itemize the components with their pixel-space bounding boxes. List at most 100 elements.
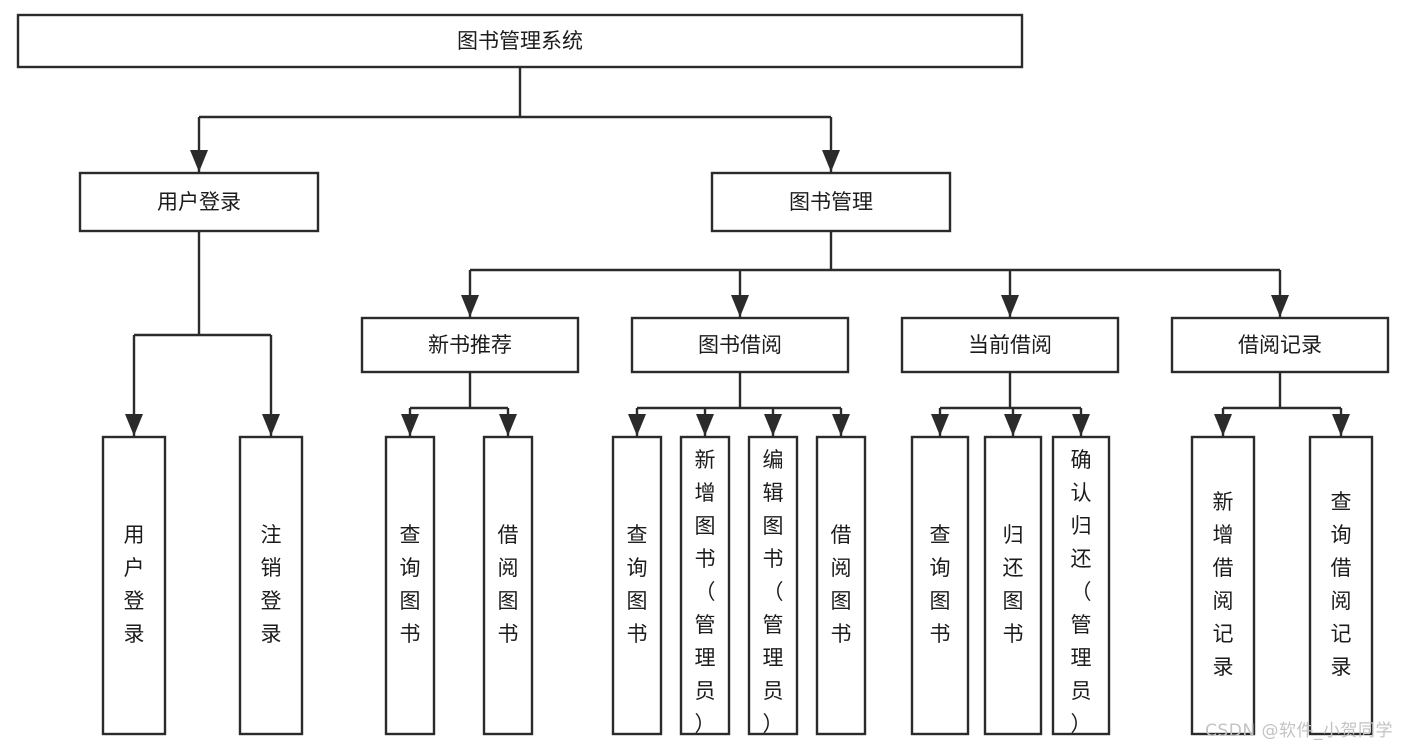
node-layer: 图书管理系统用户登录图书管理新书推荐图书借阅当前借阅借阅记录用户登录注销登录查询… bbox=[16, 13, 1390, 736]
node-label: 用户登录 bbox=[157, 190, 241, 214]
arrow-head-icon bbox=[461, 295, 479, 317]
node-label-char: 登 bbox=[261, 589, 282, 613]
arrow-head-icon bbox=[822, 150, 840, 172]
node-label-char: 认 bbox=[1071, 481, 1092, 505]
node-label-char: 书 bbox=[695, 547, 716, 571]
node-label-char: 图 bbox=[627, 589, 648, 613]
node-box bbox=[679, 435, 731, 736]
node-label: 图书管理 bbox=[789, 190, 873, 214]
node-root-图书管理系统-0[interactable]: 图书管理系统 bbox=[16, 13, 1024, 69]
arrow-head-icon bbox=[628, 414, 646, 436]
node-label: 当前借阅 bbox=[968, 333, 1052, 357]
node-label-char: 记 bbox=[1331, 622, 1352, 646]
csdn-watermark: CSDN @软件_小贺同学 bbox=[1205, 721, 1393, 741]
node-box bbox=[900, 316, 1120, 374]
node-label-char: 录 bbox=[1331, 655, 1352, 679]
arrow-head-icon bbox=[1072, 414, 1090, 436]
node-label-char: 员 bbox=[1071, 679, 1092, 703]
arrow-head-icon bbox=[499, 414, 517, 436]
node-label-char: 注 bbox=[261, 523, 282, 547]
arrow-head-icon bbox=[190, 150, 208, 172]
node-label-char: 借 bbox=[831, 523, 852, 547]
node-box bbox=[710, 171, 952, 233]
node-label-char: 增 bbox=[695, 481, 716, 505]
arrow-head-icon bbox=[1214, 414, 1232, 436]
node-label-char: ） bbox=[695, 712, 716, 736]
node-label-char: 辑 bbox=[763, 481, 784, 505]
arrow-head-icon bbox=[1332, 414, 1350, 436]
node-label-char: 书 bbox=[498, 622, 519, 646]
connector-layer bbox=[125, 67, 1350, 436]
node-l2-用户登录-0[interactable]: 用户登录 bbox=[78, 171, 320, 233]
node-label-char: 理 bbox=[695, 646, 716, 670]
node-label-char: 阅 bbox=[831, 556, 852, 580]
node-box bbox=[482, 435, 534, 736]
node-label-char: 还 bbox=[1071, 547, 1092, 571]
node-label-char: 记 bbox=[1213, 622, 1234, 646]
arrow-head-icon bbox=[1004, 414, 1022, 436]
node-label-char: 借 bbox=[1213, 556, 1234, 580]
arrow-head-icon bbox=[696, 414, 714, 436]
node-box bbox=[630, 316, 850, 374]
node-label-char: 户 bbox=[124, 556, 145, 580]
node-box bbox=[910, 435, 970, 736]
arrow-head-icon bbox=[262, 414, 280, 436]
node-label: 借阅记录 bbox=[1238, 333, 1322, 357]
node-label-char: 询 bbox=[1331, 523, 1352, 547]
node-label-char: 阅 bbox=[1213, 589, 1234, 613]
node-label-char: 图 bbox=[763, 514, 784, 538]
node-label-char: 理 bbox=[763, 646, 784, 670]
arrow-head-icon bbox=[1271, 295, 1289, 317]
arrow-head-icon bbox=[1001, 295, 1019, 317]
node-label-char: 管 bbox=[763, 613, 784, 637]
node-label-char: 编 bbox=[763, 448, 784, 472]
node-l3-借阅记录-3[interactable]: 借阅记录 bbox=[1170, 316, 1390, 374]
node-label-char: 查 bbox=[930, 523, 951, 547]
node-label: 图书管理系统 bbox=[457, 29, 583, 53]
node-label-char: 借 bbox=[498, 523, 519, 547]
arrow-head-icon bbox=[401, 414, 419, 436]
node-label-char: 录 bbox=[124, 622, 145, 646]
node-l3-新书推荐-0[interactable]: 新书推荐 bbox=[360, 316, 580, 374]
node-label-char: 图 bbox=[831, 589, 852, 613]
node-box bbox=[238, 435, 304, 736]
node-label-char: 录 bbox=[1213, 655, 1234, 679]
node-l3-当前借阅-2[interactable]: 当前借阅 bbox=[900, 316, 1120, 374]
arrow-head-icon bbox=[931, 414, 949, 436]
node-label-char: 图 bbox=[1003, 589, 1024, 613]
node-label-char: 书 bbox=[930, 622, 951, 646]
node-label-char: 书 bbox=[831, 622, 852, 646]
node-label-char: 理 bbox=[1071, 646, 1092, 670]
node-label-char: ） bbox=[1071, 712, 1092, 736]
node-label-char: 增 bbox=[1213, 523, 1234, 547]
arrow-head-icon bbox=[832, 414, 850, 436]
node-label-char: 书 bbox=[627, 622, 648, 646]
node-leaf-用户登录-0[interactable]: 用户登录 bbox=[101, 435, 167, 736]
node-label-char: 图 bbox=[930, 589, 951, 613]
node-label-char: 借 bbox=[1331, 556, 1352, 580]
node-l2-图书管理-1[interactable]: 图书管理 bbox=[710, 171, 952, 233]
node-label-char: 书 bbox=[1003, 622, 1024, 646]
node-l3-图书借阅-1[interactable]: 图书借阅 bbox=[630, 316, 850, 374]
node-label-char: ） bbox=[763, 712, 784, 736]
node-label-char: 员 bbox=[695, 679, 716, 703]
node-label-char: 销 bbox=[261, 556, 282, 580]
node-box bbox=[1170, 316, 1390, 374]
node-box bbox=[611, 435, 663, 736]
node-label-char: 书 bbox=[400, 622, 421, 646]
node-label-char: 图 bbox=[695, 514, 716, 538]
node-box bbox=[101, 435, 167, 736]
